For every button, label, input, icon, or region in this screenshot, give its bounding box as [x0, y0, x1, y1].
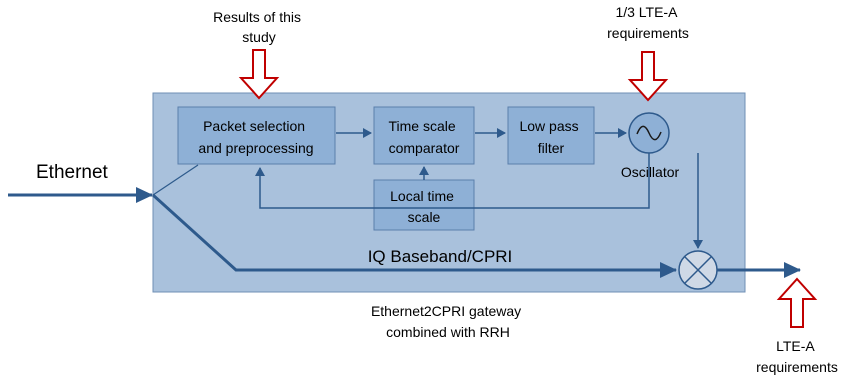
svg-text:Low pass filter: Low pass filter	[519, 118, 582, 156]
low-pass-line1: Low pass	[519, 118, 578, 134]
svg-text:Local time scale: Local time scale	[390, 188, 458, 225]
results-label: Results of this study	[213, 9, 305, 45]
packet-selection-block	[177, 106, 336, 165]
local-time-line1: Local time	[390, 188, 454, 204]
ethernet-to-packet-line	[152, 164, 199, 196]
iq-baseband-line	[151, 193, 677, 278]
iq-baseband-label: IQ Baseband/CPRI	[368, 247, 513, 266]
lte-requirements-red-arrow	[776, 277, 818, 328]
local-time-scale-block	[373, 179, 475, 231]
comparator-line1: Time scale	[388, 118, 455, 134]
feedback-loop-line	[255, 153, 650, 209]
svg-text:Packet selection and prepr: Packet selection and preprocessing	[198, 118, 313, 156]
lte-third-label: 1/3 LTE-A requirements	[607, 4, 689, 41]
packet-selection-line1: Packet selection	[203, 118, 305, 134]
local-time-line2: scale	[408, 209, 441, 225]
ethernet-label: Ethernet	[36, 162, 109, 183]
packet-selection-line2: and preprocessing	[198, 140, 313, 156]
sine-wave-icon	[636, 125, 662, 141]
low-pass-line2: filter	[538, 140, 565, 156]
comparator-line2: comparator	[389, 140, 460, 156]
svg-text:Time scale comparator: Time scale comparator	[388, 118, 459, 156]
lte-third-red-arrow	[627, 51, 669, 102]
oscillator-label: Oscillator	[621, 164, 680, 180]
low-pass-filter-block	[507, 106, 595, 165]
results-red-arrow	[238, 49, 280, 100]
time-scale-comparator-block	[373, 106, 475, 165]
lte-requirements-label: LTE-A requirements	[756, 338, 838, 375]
gateway-caption: Ethernet2CPRI gateway combined with RRH	[371, 303, 525, 340]
